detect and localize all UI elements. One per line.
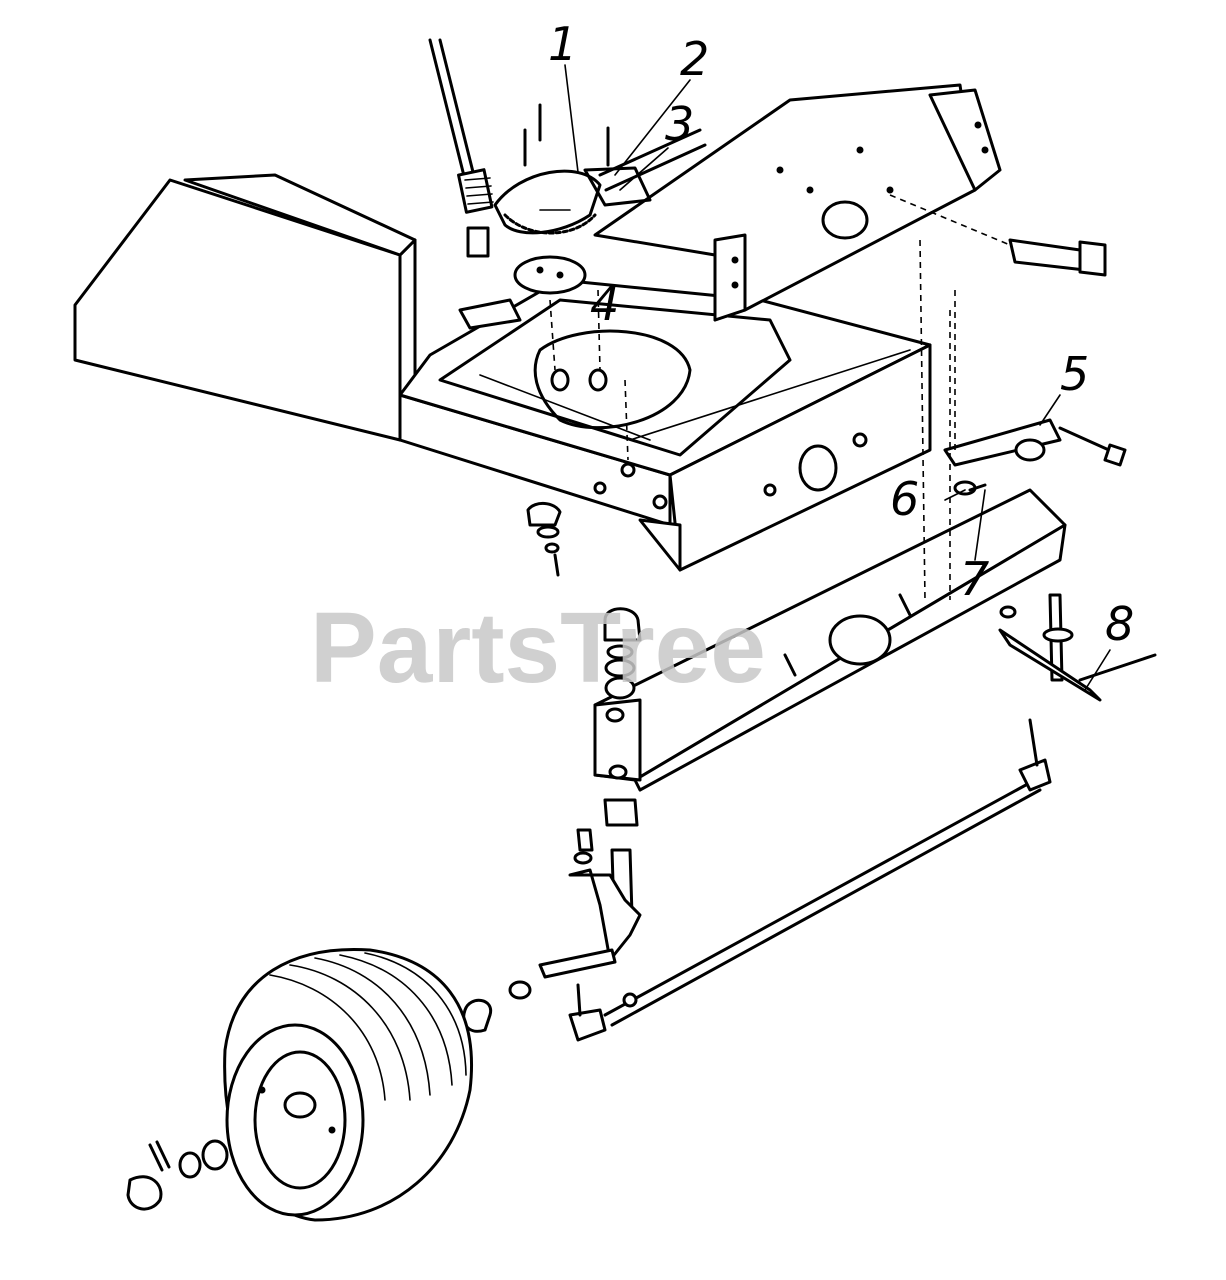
small-hardware (919, 239, 987, 601)
front-axle (593, 488, 1067, 792)
side-bolt (889, 194, 1107, 277)
frame-fastener (526, 502, 562, 577)
steering-support-bracket (593, 83, 1002, 322)
drag-link-arm (943, 290, 1127, 467)
callout-1: 1 (548, 17, 577, 71)
callout-7: 7 (960, 552, 989, 606)
steering-gear-assembly (428, 38, 707, 461)
front-wheel (126, 947, 473, 1222)
callout-2: 2 (680, 32, 709, 86)
callout-labels: 1 2 3 4 5 6 7 8 (548, 17, 1134, 651)
tie-rod (568, 718, 1052, 1042)
watermark-text: PartsTree (310, 592, 766, 704)
callout-4: 4 (590, 277, 619, 331)
callout-5: 5 (1060, 347, 1089, 401)
leader-lines (564, 64, 1111, 691)
callout-6: 6 (890, 472, 919, 526)
callout-8: 8 (1105, 597, 1134, 651)
right-spindle (998, 593, 1157, 702)
left-spindle (462, 607, 642, 1033)
